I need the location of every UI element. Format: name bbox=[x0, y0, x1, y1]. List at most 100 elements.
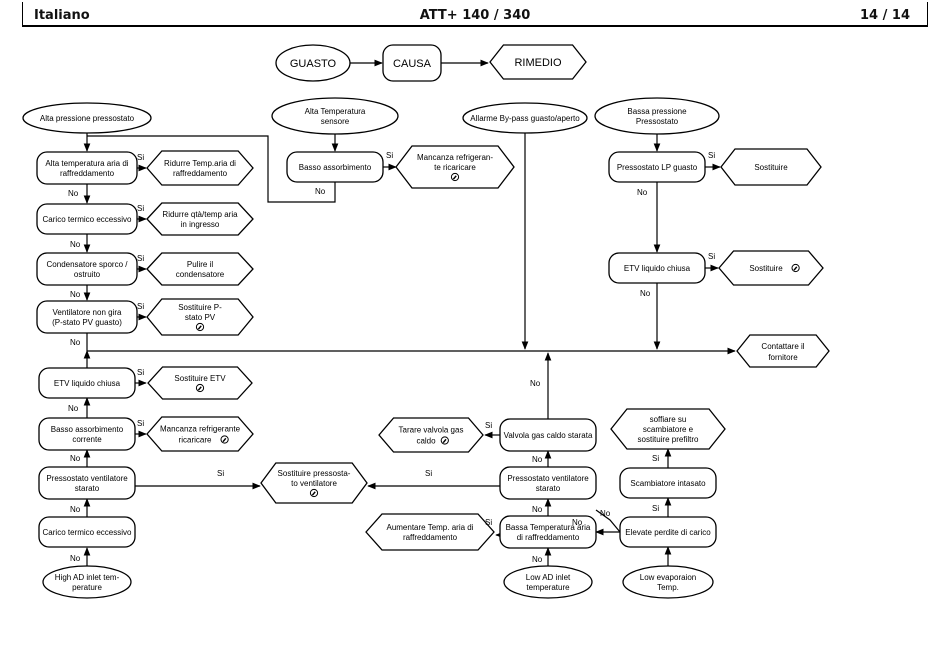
start-high-ad-inlet[interactable]: High AD inlet tem-perature bbox=[42, 565, 132, 599]
cause-high-pressure-drop[interactable]: Elevate perdite di carico bbox=[619, 516, 717, 548]
cause-exchanger-clogged[interactable]: Scambiatore intasato bbox=[619, 467, 717, 499]
remedy-replace-etv[interactable]: Sostituire ETV bbox=[147, 366, 253, 400]
header-frame bbox=[22, 2, 928, 25]
start-bypass-alarm-text: Allarme By-pass guasto/aperto bbox=[470, 114, 580, 123]
cause-etv-closed-1-text: ETV liquido chiusa bbox=[624, 264, 691, 273]
remedy-refrigerant-2-text: ricaricare bbox=[179, 435, 212, 444]
cause-etv-closed-2-text: ETV liquido chiusa bbox=[54, 379, 121, 388]
remedy-replace-etv-text: Sostituire ETV bbox=[174, 374, 226, 383]
cause-thermal-load-2[interactable]: Carico termico eccessivo bbox=[38, 516, 136, 548]
no-label: No bbox=[532, 555, 543, 564]
cause-low-absorption-1[interactable]: Basso assorbimento bbox=[286, 151, 384, 183]
cause-dirty-condenser[interactable]: Condensatore sporco /ostruito bbox=[36, 252, 138, 286]
wrench-icon bbox=[440, 436, 449, 445]
cause-fan-pressostat-2-text: Pressostato ventilatore bbox=[507, 474, 589, 483]
cause-fan-not-running-text: Ventilatore non gira bbox=[53, 308, 122, 317]
yes-label: Si bbox=[137, 153, 144, 162]
yes-label: Si bbox=[425, 469, 432, 478]
no-label: No bbox=[70, 454, 81, 463]
yes-label: Si bbox=[386, 151, 393, 160]
remedy-replace-fan-pressostat[interactable]: Sostituire pressosta-to ventilatore bbox=[260, 462, 368, 504]
remedy-replace-lp-text: Sostituire bbox=[754, 163, 788, 172]
no-label: No bbox=[70, 338, 81, 347]
remedy-replace-etv-1[interactable]: Sostituire bbox=[718, 250, 824, 286]
remedy-reduce-cooling-temp-text: raffreddamento bbox=[173, 169, 228, 178]
legend-cause[interactable]: CAUSA bbox=[382, 44, 442, 82]
start-high-temp-sensor-text: sensore bbox=[321, 117, 350, 126]
header-rule bbox=[22, 25, 928, 27]
remedy-refrigerant-1[interactable]: Mancanza refrigeran-te ricaricare bbox=[395, 145, 515, 189]
no-label: No bbox=[637, 188, 648, 197]
remedy-increase-cooling-temp-text: Aumentare Temp. aria di bbox=[386, 523, 473, 532]
no-label: No bbox=[70, 240, 81, 249]
start-high-pressure-text: Alta pressione pressostato bbox=[40, 114, 135, 123]
cause-etv-closed-2[interactable]: ETV liquido chiusa bbox=[38, 367, 136, 399]
cause-lp-pressostat-fault[interactable]: Pressostato LP guasto bbox=[608, 151, 706, 183]
no-label: No bbox=[640, 289, 651, 298]
yes-label: Si bbox=[137, 204, 144, 213]
remedy-replace-lp[interactable]: Sostituire bbox=[720, 148, 822, 186]
cause-low-current-text: Basso assorbimento bbox=[51, 425, 124, 434]
cause-exchanger-clogged-text: Scambiatore intasato bbox=[630, 479, 706, 488]
header-page-number: 14 / 14 bbox=[860, 8, 910, 23]
remedy-refrigerant-1-text: Mancanza refrigeran- bbox=[417, 153, 493, 162]
remedy-calibrate-hot-gas-text: Tarare valvola gas bbox=[399, 425, 464, 434]
legend-remedy[interactable]: RIMEDIO bbox=[489, 44, 587, 80]
remedy-replace-pv[interactable]: Sostituire P-stato PV bbox=[146, 298, 254, 336]
legend-fault-text: GUASTO bbox=[290, 58, 337, 70]
no-label: No bbox=[600, 509, 611, 518]
yes-label: Si bbox=[485, 421, 492, 430]
cause-thermal-load-1[interactable]: Carico termico eccessivo bbox=[36, 203, 138, 235]
cause-lp-pressostat-fault-text: Pressostato LP guasto bbox=[617, 163, 698, 172]
legend-fault[interactable]: GUASTO bbox=[275, 44, 351, 82]
no-label: No bbox=[532, 505, 543, 514]
yes-label: Si bbox=[137, 254, 144, 263]
no-label: No bbox=[68, 189, 79, 198]
cause-dirty-condenser-text: Condensatore sporco / bbox=[47, 260, 129, 269]
yes-label: Si bbox=[708, 151, 715, 160]
remedy-increase-cooling-temp-text: raffreddamento bbox=[403, 533, 458, 542]
start-high-ad-inlet-text: High AD inlet tem- bbox=[55, 573, 120, 582]
wrench-icon bbox=[450, 172, 460, 182]
no-label: No bbox=[70, 505, 81, 514]
cause-low-cooling-air-temp-text: Bassa Temperatura aria bbox=[506, 523, 591, 532]
start-high-pressure[interactable]: Alta pressione pressostato bbox=[22, 102, 152, 134]
cause-etv-closed-1[interactable]: ETV liquido chiusa bbox=[608, 252, 706, 284]
cause-hot-gas-valve-text: Valvola gas caldo starata bbox=[504, 431, 593, 440]
wrench-icon bbox=[220, 435, 229, 444]
start-low-pressure-text: Bassa pressione bbox=[627, 107, 687, 116]
start-low-evap-text: Low evaporaion bbox=[640, 573, 696, 582]
start-bypass-alarm[interactable]: Allarme By-pass guasto/aperto bbox=[462, 102, 588, 134]
start-low-ad-inlet-text: Low AD inlet bbox=[526, 573, 571, 582]
cause-low-cooling-air-temp-text: di raffreddamento bbox=[517, 533, 580, 542]
no-label: No bbox=[315, 187, 326, 196]
no-label: No bbox=[70, 290, 81, 299]
cause-fan-pressostat-1-text: starato bbox=[75, 484, 100, 493]
start-high-ad-inlet-text: perature bbox=[72, 583, 102, 592]
yes-label: Si bbox=[485, 518, 492, 527]
cause-thermal-load-1-text: Carico termico eccessivo bbox=[43, 215, 132, 224]
cause-hot-gas-valve[interactable]: Valvola gas caldo starata bbox=[499, 418, 597, 452]
remedy-replace-pv-text: Sostituire P- bbox=[178, 303, 222, 312]
cause-fan-not-running[interactable]: Ventilatore non gira(P-stato PV guasto) bbox=[36, 300, 138, 334]
remedy-blow-exchanger-text: sostituire prefiltro bbox=[638, 435, 699, 444]
flow-connector bbox=[87, 135, 336, 203]
header-language: Italiano bbox=[34, 8, 90, 23]
